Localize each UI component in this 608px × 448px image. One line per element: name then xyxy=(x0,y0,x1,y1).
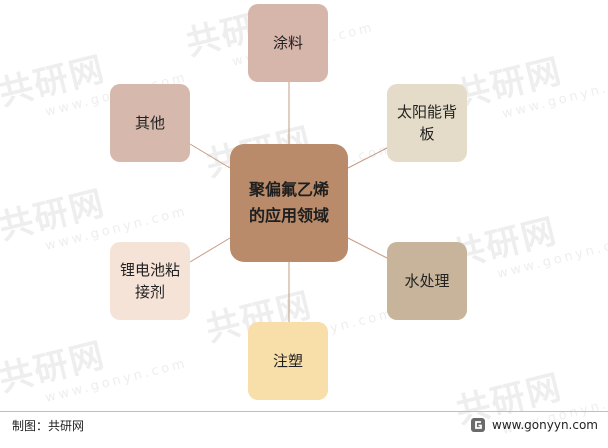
center-node: 聚偏氟乙烯的应用领域 xyxy=(230,144,348,262)
footer-divider xyxy=(0,411,608,412)
link-li xyxy=(189,237,231,263)
node-qita: 其他 xyxy=(110,84,190,162)
node-label: 其他 xyxy=(134,114,165,132)
footer-credit: 制图：共研网 xyxy=(12,419,85,433)
center-node-label: 聚偏氟乙烯的应用领域 xyxy=(248,180,329,225)
node-label: 水处理 xyxy=(404,272,450,290)
node-label: 锂电池粘接剂 xyxy=(119,261,180,301)
node-shui: 水处理 xyxy=(387,242,467,320)
node-li: 锂电池粘接剂 xyxy=(110,242,190,320)
link-qita xyxy=(189,143,231,169)
website-text: www.gonyyn.com xyxy=(492,418,598,432)
node-zhusu: 注塑 xyxy=(248,322,328,400)
node-taiyang: 太阳能背板 xyxy=(387,84,467,162)
node-tuliao: 涂料 xyxy=(248,4,328,82)
logo-icon xyxy=(471,418,486,432)
link-taiyang xyxy=(347,147,388,169)
footer-website: www.gonyyn.com xyxy=(470,417,598,433)
link-shui xyxy=(347,237,388,259)
node-label: 太阳能背板 xyxy=(396,103,457,143)
node-label: 注塑 xyxy=(272,352,303,370)
node-label: 涂料 xyxy=(272,34,303,52)
